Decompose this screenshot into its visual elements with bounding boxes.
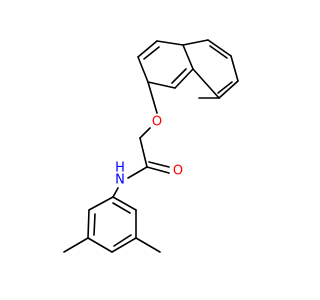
molecule-diagram: O O N H bbox=[63, 39, 239, 253]
bond-n-aryl bbox=[112, 187, 119, 198]
double-bond-inner bbox=[171, 68, 187, 84]
naphthalene-ring-right bbox=[182, 39, 239, 99]
bond bbox=[192, 68, 220, 99]
bond bbox=[88, 196, 114, 211]
bond-c-n bbox=[127, 166, 148, 179]
ether-oxygen-label: O bbox=[152, 115, 162, 130]
bond bbox=[112, 196, 137, 211]
double-bond-inner bbox=[143, 46, 160, 60]
bond bbox=[111, 237, 137, 253]
naphthalene-ring-left bbox=[137, 40, 194, 89]
bond-ch2-carbonyl bbox=[139, 137, 148, 168]
bond bbox=[156, 40, 184, 46]
bond-c-o-double-1 bbox=[146, 166, 170, 174]
bond bbox=[207, 39, 232, 57]
bond-c-o-double-2 bbox=[148, 161, 170, 168]
methyl-bond-left bbox=[63, 237, 89, 253]
amide-nitrogen-label: N bbox=[115, 173, 125, 188]
amide-hydrogen-label: H bbox=[115, 161, 125, 176]
bond bbox=[87, 209, 90, 239]
double-bond-inner bbox=[217, 81, 233, 94]
bond bbox=[182, 39, 209, 46]
double-bond-inner bbox=[93, 213, 96, 236]
double-bond-inner bbox=[113, 234, 132, 247]
bond-c-o-ether bbox=[147, 81, 158, 114]
bond-o-ch2 bbox=[139, 127, 151, 139]
bond bbox=[230, 55, 239, 82]
double-bond-inner bbox=[209, 45, 228, 59]
bond bbox=[137, 40, 158, 58]
bond bbox=[182, 44, 194, 70]
structure-drawing: O O N H bbox=[63, 39, 239, 253]
bond bbox=[218, 80, 239, 99]
bond bbox=[147, 81, 176, 89]
bond bbox=[137, 56, 149, 83]
carbonyl-oxygen-label: O bbox=[173, 164, 183, 179]
dimethylphenyl-ring bbox=[63, 196, 161, 253]
bond bbox=[87, 237, 113, 253]
methyl-bond-right bbox=[135, 237, 161, 253]
double-bond-inner bbox=[112, 202, 131, 214]
bond bbox=[174, 68, 194, 89]
